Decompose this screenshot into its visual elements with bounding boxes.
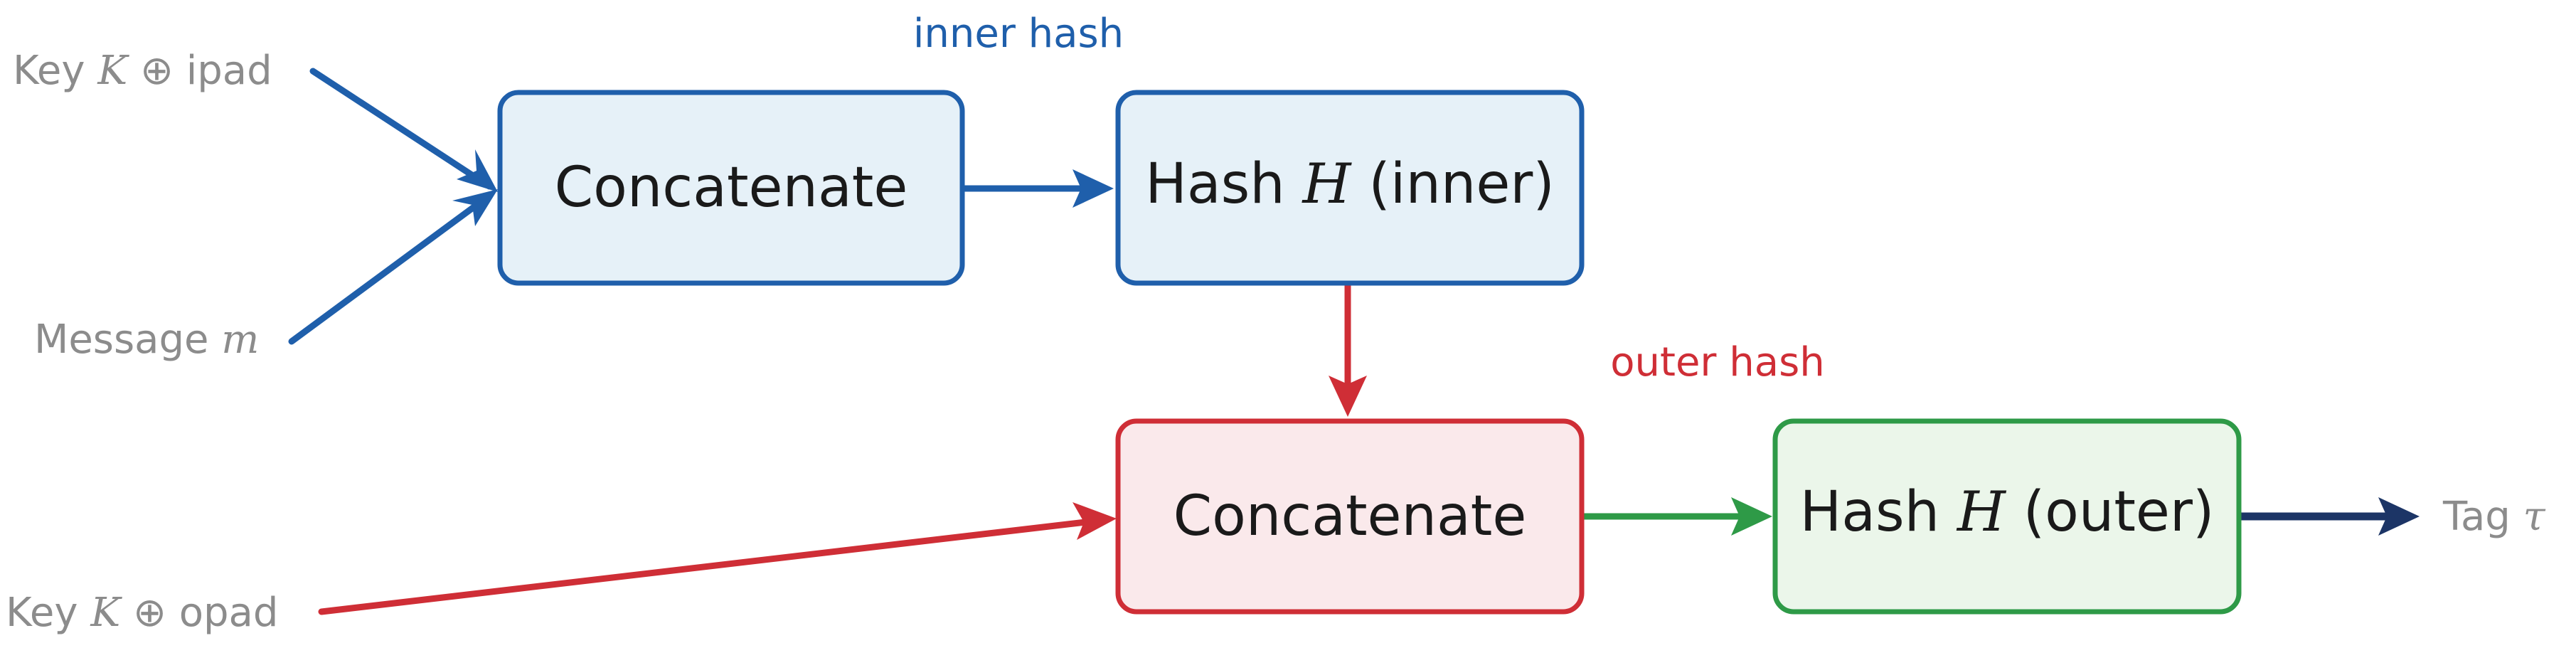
concat-inner-label: Concatenate <box>555 156 908 220</box>
arrowhead-concat-inner-to-hash-inner <box>1073 169 1114 208</box>
concat-outer-label: Concatenate <box>1173 484 1527 548</box>
output-tag-label: Tag τ <box>2442 494 2546 540</box>
input-message-label: Message m <box>34 317 259 363</box>
arrowhead-key-ipad <box>457 149 498 192</box>
input-key-opad-label: Key K ⊕ opad <box>6 590 278 636</box>
node-hash-inner: Hash H (inner) <box>1115 90 1585 286</box>
edge-key-ipad-to-concat-inner <box>309 68 493 190</box>
stage-inner-hash-label: inner hash <box>913 11 1124 57</box>
hash-outer-label: Hash H (outer) <box>1800 480 2215 544</box>
input-key-ipad-label: Key K ⊕ ipad <box>13 48 272 94</box>
arrowhead-hash-outer-to-tag <box>2378 497 2420 536</box>
edges <box>288 68 2420 615</box>
arrowhead-key-opad <box>1073 502 1117 540</box>
stage-outer-hash-label: outer hash <box>1610 339 1824 386</box>
arrowhead-hash-inner-to-concat-outer <box>1329 376 1367 417</box>
node-concat-outer: Concatenate <box>1115 418 1585 615</box>
edge-key-opad-to-concat-outer <box>318 518 1095 615</box>
node-hash-outer: Hash H (outer) <box>1772 418 2242 615</box>
hash-inner-label: Hash H (inner) <box>1145 152 1555 216</box>
node-concat-inner: Concatenate <box>497 90 965 286</box>
arrowhead-concat-outer-to-hash-outer <box>1731 497 1772 536</box>
edge-message-to-concat-inner <box>288 194 490 345</box>
arrowhead-message <box>452 189 498 226</box>
